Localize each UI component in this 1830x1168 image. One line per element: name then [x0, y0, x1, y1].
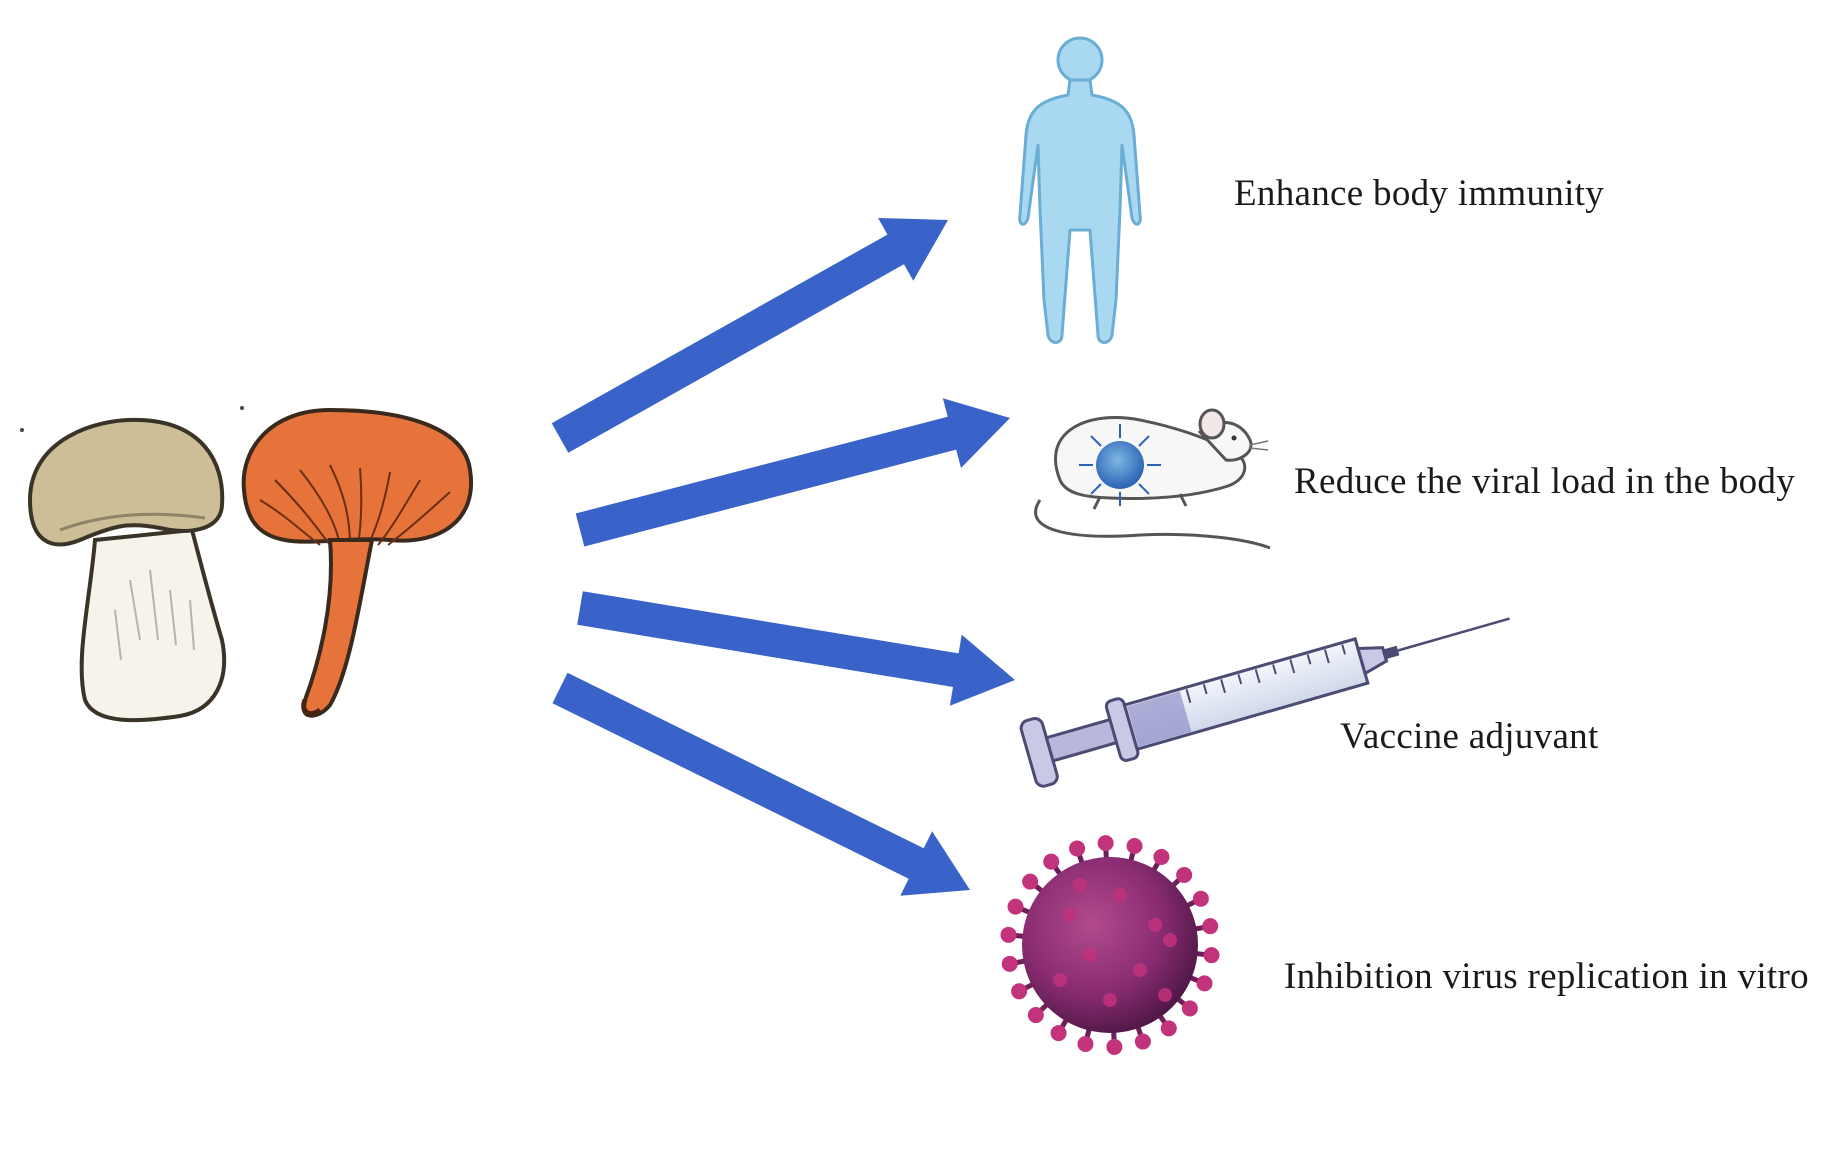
virus-surface-dot: [1063, 908, 1077, 922]
human-body-icon: [1018, 36, 1142, 344]
virus-spike-tip: [1196, 975, 1213, 992]
virus-spike-tip: [1134, 1033, 1151, 1050]
arrow-to-immunity: [551, 218, 948, 453]
virus-spike-tip: [1126, 837, 1143, 854]
virus-spike-tip: [1077, 1036, 1094, 1053]
virus-spike-tip: [1106, 1038, 1123, 1055]
arrow-to-replication: [552, 672, 970, 896]
virus-surface-dot: [1073, 878, 1087, 892]
virus-spike-tip: [1097, 835, 1114, 852]
virus-spike-tip: [1176, 866, 1193, 883]
virus-surface-dot: [1103, 993, 1117, 1007]
virus-spike-tip: [1160, 1020, 1177, 1037]
syringe-icon: [1019, 617, 1510, 788]
arrow-to-viral-load: [575, 398, 1010, 547]
virus-surface-dot: [1163, 933, 1177, 947]
mushrooms-icon: [20, 406, 474, 723]
virus-spike-tip: [1027, 1007, 1044, 1024]
virus-surface-dot: [1133, 963, 1147, 977]
effect-label-replication: Inhibition virus replication in vitro: [1284, 956, 1809, 997]
virus-surface-dot: [1113, 888, 1127, 902]
virus-spike-tip: [1000, 926, 1017, 943]
virus-spike-tip: [1050, 1025, 1067, 1042]
virus-surface-dot: [1158, 988, 1172, 1002]
virus-spike-tip: [1202, 918, 1219, 935]
virus-surface-dot: [1148, 918, 1162, 932]
virus-icon: [1000, 835, 1220, 1055]
virus-surface-dot: [1053, 973, 1067, 987]
virus-spike-tip: [1043, 853, 1060, 870]
virus-body: [1022, 857, 1198, 1033]
virus-spike-tip: [1192, 890, 1209, 907]
virus-spike-tip: [1007, 898, 1024, 915]
effect-label-viral-load: Reduce the viral load in the body: [1294, 461, 1796, 502]
virus-spike-tip: [1001, 955, 1018, 972]
effect-label-immunity: Enhance body immunity: [1234, 173, 1605, 214]
virus-spike-tip: [1011, 983, 1028, 1000]
virus-spike-tip: [1022, 873, 1039, 890]
effect-label-adjuvant: Vaccine adjuvant: [1340, 716, 1599, 757]
virus-spike-tip: [1181, 1000, 1198, 1017]
virus-surface-dot: [1083, 948, 1097, 962]
virus-spike-tip: [1153, 848, 1170, 865]
virus-spike-tip: [1203, 947, 1220, 964]
arrows-group: [551, 218, 1015, 896]
arrow-to-adjuvant: [577, 591, 1015, 706]
virus-spike-tip: [1069, 840, 1086, 857]
mouse-icon: [1034, 408, 1271, 550]
mouse-virus-icon: [1079, 424, 1161, 506]
